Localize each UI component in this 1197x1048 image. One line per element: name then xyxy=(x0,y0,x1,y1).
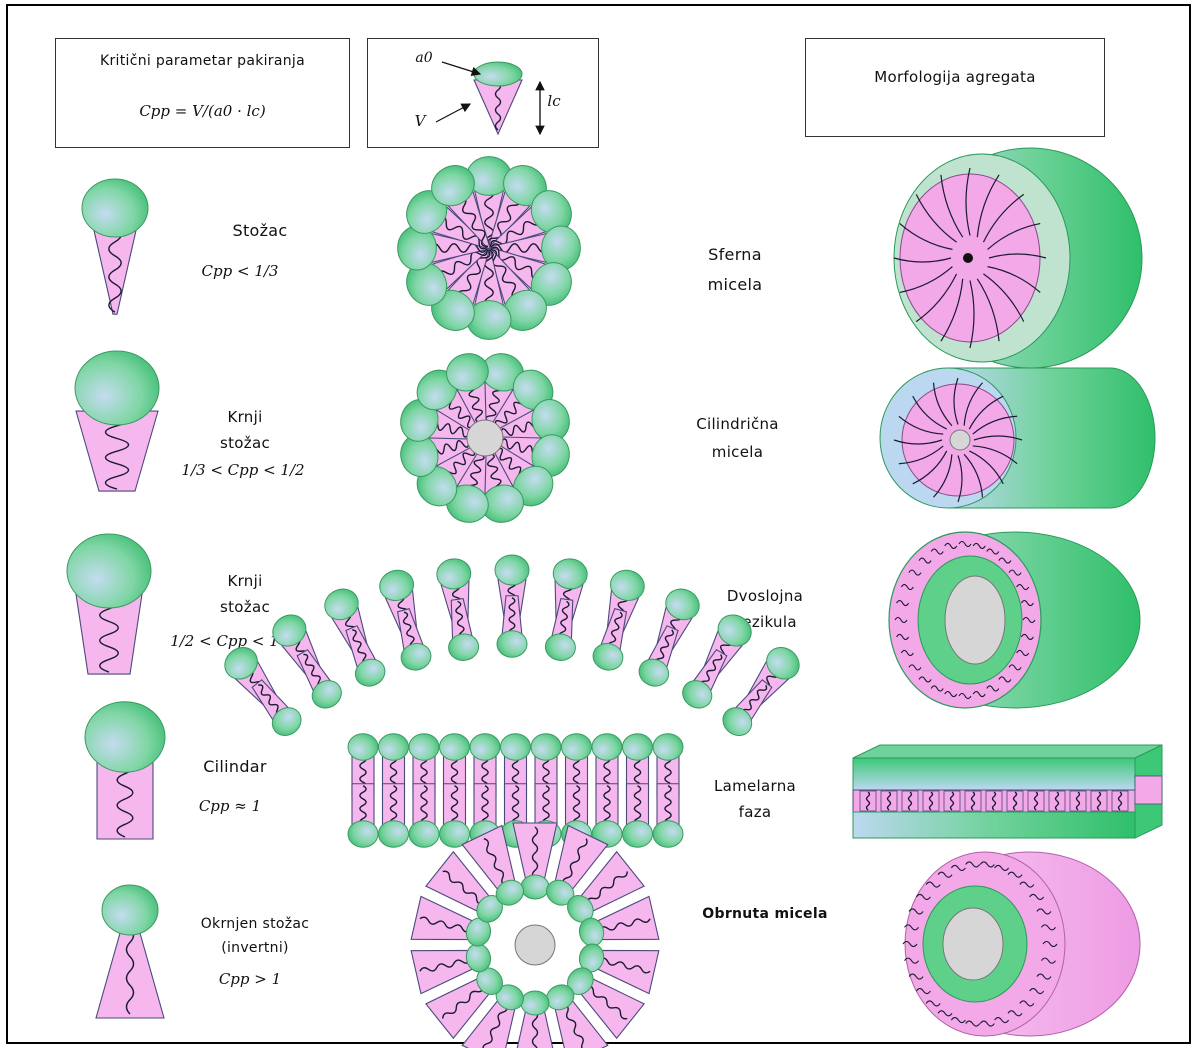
geometry-tail xyxy=(474,80,522,134)
lamellar-top-lipid-4-head xyxy=(440,734,470,760)
lc-label: lc xyxy=(543,92,565,110)
molecule-cylinder-head xyxy=(85,702,165,772)
lamellar-top-lipid-5-head xyxy=(470,734,500,760)
a0-label: a0 xyxy=(412,50,436,66)
lamellar-upper-layer xyxy=(853,758,1135,790)
lamellar-top-lipid-8-head xyxy=(562,734,592,760)
vesicle-3d xyxy=(889,532,1140,708)
molecule-truncated-cone-1 xyxy=(75,351,159,491)
lamellar-top-lipid-10-head xyxy=(623,734,653,760)
lamellar-bottom-lipid-2-head xyxy=(379,821,409,847)
lamellar-bottom-lipid-4 xyxy=(440,784,470,847)
lamellar-bottom-lipid-11 xyxy=(653,784,683,847)
lamellar-bottom-lipid-2 xyxy=(379,784,409,847)
lamellar-bottom-lipid-11-head xyxy=(653,821,683,847)
molecule-truncated-cone-2 xyxy=(67,534,151,674)
lamellar-top-lipid-6-head xyxy=(501,734,531,760)
lamellar-bottom-lipid-1-head xyxy=(348,821,378,847)
inverted-water-core xyxy=(943,908,1003,980)
lamellar-top-face xyxy=(853,745,1162,758)
lamellar-top-lipid-1-head xyxy=(348,734,378,760)
cylindrical-micelle-core xyxy=(467,420,503,456)
inverted-micelle-section xyxy=(411,823,659,1048)
lamellar-bottom-lipid-3-head xyxy=(409,821,439,847)
vesicle-inner-lipid-6 xyxy=(497,596,527,657)
molecule-cone xyxy=(82,179,148,314)
molecule-cylinder xyxy=(85,702,165,839)
vesicle-bilayer-section xyxy=(219,555,806,741)
cylinder-center xyxy=(950,430,970,450)
lamellar-top-lipid-7-head xyxy=(531,734,561,760)
lamellar-bottom-lipid-10-head xyxy=(623,821,653,847)
a0-arrow xyxy=(442,62,480,74)
molecule-truncated-cone-2-head xyxy=(67,534,151,608)
lamellar-top-lipid-11-head xyxy=(653,734,683,760)
spherical-micelle-section xyxy=(398,157,581,340)
cylindrical-micelle-3d xyxy=(880,368,1155,508)
geometry-lipid xyxy=(474,62,522,134)
lamellar-bottom-lipid-9 xyxy=(592,784,622,847)
inverted-micelle-core xyxy=(515,925,555,965)
vesicle-inner-lipid-6-head xyxy=(497,631,527,657)
inverted-micelle-3d xyxy=(903,852,1140,1036)
lamellar-lower-layer xyxy=(853,812,1135,838)
lamellar-bottom-lipid-1 xyxy=(348,784,378,847)
vesicle-inner-lipid-10 xyxy=(678,645,735,713)
spherical-micelle-3d xyxy=(894,148,1142,368)
molecule-inverted-cone-head xyxy=(102,885,158,935)
lamellar-bottom-lipid-3 xyxy=(409,784,439,847)
inverted-micelle-lipid-8-head xyxy=(521,991,549,1015)
cylindrical-micelle-section xyxy=(396,349,574,527)
lamellar-side-tails xyxy=(1135,776,1162,804)
molecule-inverted-cone xyxy=(96,885,164,1018)
lamellar-3d xyxy=(853,745,1162,838)
inverted-micelle-lipid-1-tail xyxy=(513,823,557,881)
geometry-head xyxy=(474,62,522,86)
inverted-micelle-lipid-1-head xyxy=(521,875,549,899)
lamellar-bottom-lipid-10 xyxy=(623,784,653,847)
lamellar-top-lipid-3-head xyxy=(409,734,439,760)
vesicle-inner-lipid-2 xyxy=(289,645,346,713)
vesicle-lumen xyxy=(945,576,1005,664)
spherical-center xyxy=(963,253,973,263)
molecule-truncated-cone-1-head xyxy=(75,351,159,425)
v-label: V xyxy=(410,112,430,130)
v-arrow xyxy=(436,104,470,122)
lamellar-top-lipid-2-head xyxy=(379,734,409,760)
molecule-cone-head xyxy=(82,179,148,237)
lamellar-top-lipid-9-head xyxy=(592,734,622,760)
vesicle-outer-lipid-6-head xyxy=(495,555,529,585)
